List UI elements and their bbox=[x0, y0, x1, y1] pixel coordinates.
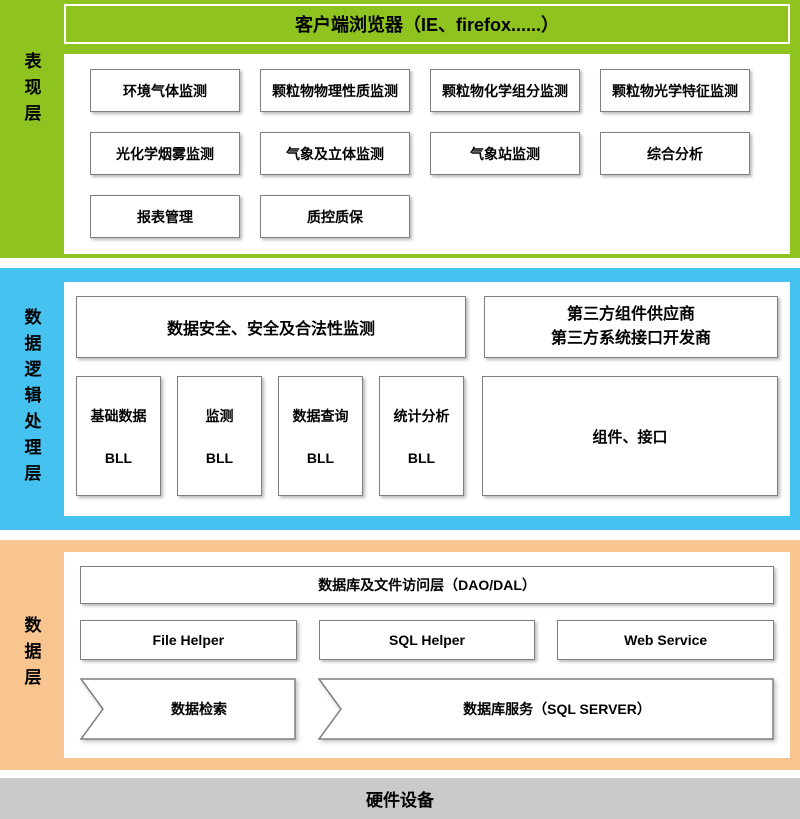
presentation-layer-label: 表现层 bbox=[21, 52, 41, 130]
banner-shape bbox=[80, 678, 296, 740]
presentation-layer-strip: 表现层 bbox=[0, 0, 62, 258]
bll-box-name: 基础数据 bbox=[90, 408, 147, 424]
data-layer-strip: 数据层 bbox=[0, 540, 62, 770]
bll-box-name: 统计分析 bbox=[393, 408, 450, 424]
logic-layer-strip: 数据逻辑处理层 bbox=[0, 268, 62, 530]
third-party-box: 第三方组件供应商 第三方系统接口开发商 bbox=[484, 296, 778, 358]
presentation-module-box: 气象站监测 bbox=[430, 132, 580, 175]
bll-box: 基础数据 BLL bbox=[76, 376, 161, 496]
logic-layer-label: 数据逻辑处理层 bbox=[21, 308, 41, 490]
presentation-layer-band: 表现层 客户端浏览器（IE、firefox......） 环境气体监测 颗粒物物… bbox=[0, 0, 800, 258]
logic-layer-band: 数据逻辑处理层 数据安全、安全及合法性监测 第三方组件供应商 第三方系统接口开发… bbox=[0, 268, 800, 530]
bll-box: 统计分析 BLL bbox=[379, 376, 464, 496]
logic-layer-main: 数据安全、安全及合法性监测 第三方组件供应商 第三方系统接口开发商 基础数据 B… bbox=[62, 268, 800, 530]
data-retrieval-arrow: 数据检索 bbox=[80, 678, 296, 740]
data-retrieval-arrow-label: 数据检索 bbox=[171, 701, 227, 717]
sql-helper-box: SQL Helper bbox=[318, 620, 536, 660]
bll-box-suffix: BLL bbox=[205, 450, 234, 466]
arrows-row: 数据检索 数据库服务（SQL SERVER） bbox=[80, 678, 774, 740]
data-layer-main: 数据库及文件访问层（DAO/DAL） File Helper SQL Helpe… bbox=[62, 540, 800, 770]
presentation-module-box: 报表管理 bbox=[90, 195, 240, 238]
third-party-line-2: 第三方系统接口开发商 bbox=[550, 330, 711, 347]
bll-box-name: 数据查询 bbox=[292, 408, 349, 424]
presentation-panel: 环境气体监测 颗粒物物理性质监测 颗粒物化学组分监测 颗粒物光学特征监测 光化学… bbox=[64, 54, 790, 254]
presentation-module-box: 质控质保 bbox=[260, 195, 410, 238]
presentation-module-box: 颗粒物物理性质监测 bbox=[260, 69, 410, 112]
client-browser-bar: 客户端浏览器（IE、firefox......） bbox=[64, 4, 790, 44]
file-helper-box: File Helper bbox=[80, 620, 297, 660]
hardware-bar-label: 硬件设备 bbox=[366, 791, 434, 810]
data-panel: 数据库及文件访问层（DAO/DAL） File Helper SQL Helpe… bbox=[64, 552, 790, 758]
presentation-module-box: 颗粒物化学组分监测 bbox=[430, 69, 580, 112]
bll-box-suffix: BLL bbox=[104, 450, 133, 466]
dao-dal-box: 数据库及文件访问层（DAO/DAL） bbox=[80, 566, 774, 604]
logic-top-row: 数据安全、安全及合法性监测 第三方组件供应商 第三方系统接口开发商 bbox=[76, 296, 778, 358]
bll-box: 监测 BLL bbox=[177, 376, 262, 496]
database-service-arrow: 数据库服务（SQL SERVER） bbox=[318, 678, 774, 740]
presentation-module-box: 环境气体监测 bbox=[90, 69, 240, 112]
bll-row: 基础数据 BLL 监测 BLL 数据查询 BLL 统计分析 BLL bbox=[76, 376, 778, 496]
security-monitor-box: 数据安全、安全及合法性监测 bbox=[76, 296, 466, 358]
bll-box: 数据查询 BLL bbox=[278, 376, 363, 496]
logic-panel: 数据安全、安全及合法性监测 第三方组件供应商 第三方系统接口开发商 基础数据 B… bbox=[64, 282, 790, 516]
bll-box-suffix: BLL bbox=[306, 450, 335, 466]
bll-box-name: 监测 bbox=[205, 408, 234, 424]
third-party-line-1: 第三方组件供应商 bbox=[566, 306, 695, 323]
data-layer-label: 数据层 bbox=[21, 616, 41, 694]
bll-box-suffix: BLL bbox=[407, 450, 436, 466]
web-service-box: Web Service bbox=[557, 620, 775, 660]
presentation-module-box: 颗粒物光学特征监测 bbox=[600, 69, 750, 112]
presentation-module-box: 气象及立体监测 bbox=[260, 132, 410, 175]
database-service-arrow-label: 数据库服务（SQL SERVER） bbox=[463, 701, 651, 717]
helpers-row: File Helper SQL Helper Web Service bbox=[80, 620, 775, 660]
presentation-layer-main: 客户端浏览器（IE、firefox......） 环境气体监测 颗粒物物理性质监… bbox=[62, 0, 800, 258]
banner-shape bbox=[318, 678, 774, 740]
presentation-module-box: 综合分析 bbox=[600, 132, 750, 175]
component-interface-box: 组件、接口 bbox=[482, 376, 778, 496]
hardware-bar: 硬件设备 bbox=[0, 778, 800, 819]
presentation-module-box: 光化学烟雾监测 bbox=[90, 132, 240, 175]
data-layer-band: 数据层 数据库及文件访问层（DAO/DAL） File Helper SQL H… bbox=[0, 540, 800, 770]
